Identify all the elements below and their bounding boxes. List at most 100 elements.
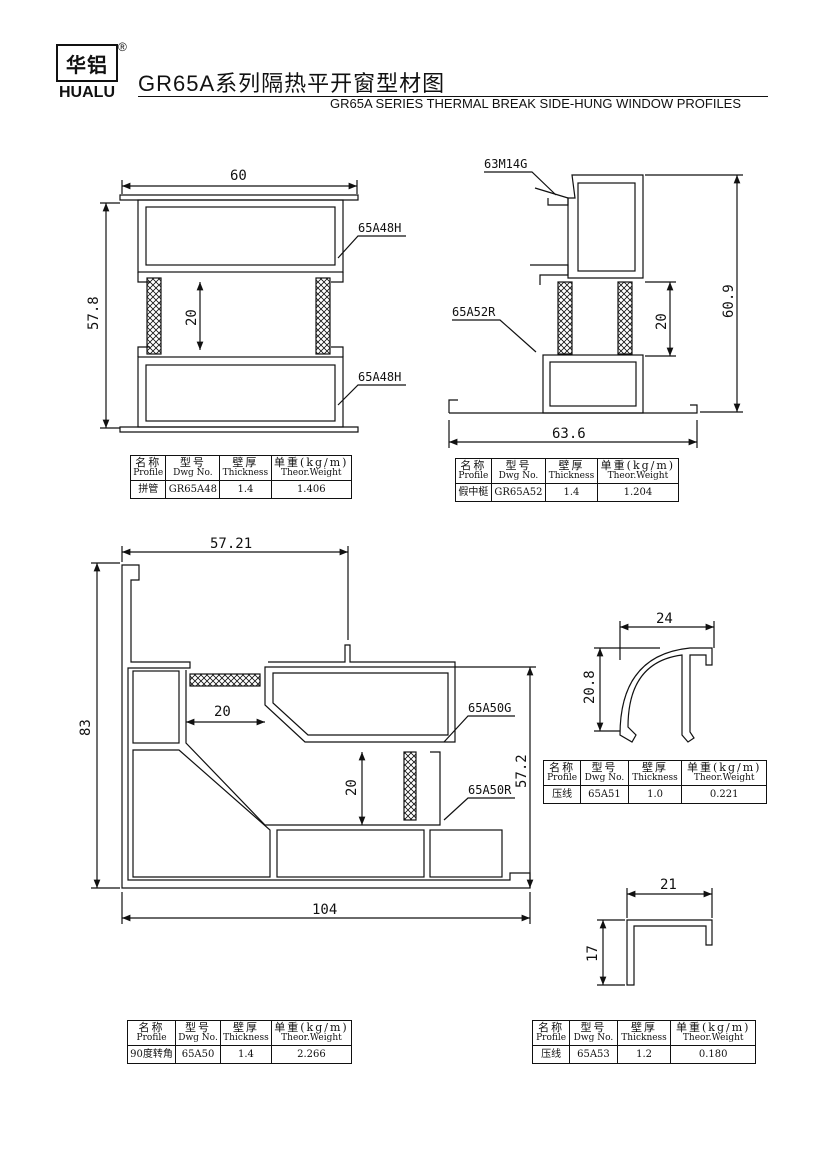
- drawing-65a53: [597, 888, 713, 986]
- a52-top-inner: [577, 182, 636, 272]
- a48-hooks-top: [137, 272, 344, 283]
- a48-strip-left: [146, 277, 162, 355]
- cell-name: 拼管: [129, 480, 167, 499]
- a53-height-text: 17: [585, 945, 601, 962]
- table-row: 90度转角 65A50 1.4 2.266: [126, 1045, 353, 1064]
- hdr-wt: 单重(kg/m)Theor.Weight: [270, 1020, 353, 1046]
- a50-top-rail: [268, 644, 456, 667]
- a50-rightheight-text: 57.2: [514, 754, 530, 788]
- a51-width-text: 24: [656, 611, 673, 627]
- cell-weight: 0.221: [681, 785, 767, 804]
- cell-name: 压线: [542, 785, 582, 804]
- a52-bottom-chamber: [542, 354, 644, 414]
- a50-diagonal-web: [185, 670, 430, 826]
- page-title-en: GR65A SERIES THERMAL BREAK SIDE-HUNG WIN…: [330, 96, 742, 111]
- table-row: 假中梃 GR65A52 1.4 1.204: [455, 483, 680, 502]
- cell-dwg: 65A53: [569, 1045, 618, 1064]
- a48-strip-right: [315, 277, 331, 355]
- a52-leader-mid: [452, 319, 537, 353]
- a50-label-g: 65A50G: [468, 701, 511, 715]
- a50-leader-g: [443, 715, 515, 743]
- a52-width-text: 63.6: [552, 426, 586, 442]
- a48-top-chamber: [137, 199, 344, 273]
- a53-profile: [626, 919, 713, 986]
- a48-leader-bottom: [337, 384, 406, 406]
- a52-label-top: 63M14G: [484, 157, 527, 171]
- a50-height-text: 83: [78, 719, 94, 736]
- table-row: 压线 65A53 1.2 0.180: [531, 1045, 756, 1064]
- a50-chamber-3: [276, 829, 425, 878]
- cell-name: 压线: [531, 1045, 571, 1064]
- hdr-wt: 单重(kg/m)Theor.Weight: [670, 1020, 756, 1046]
- logo-text: HUALU: [59, 84, 115, 101]
- title-rule: [138, 96, 768, 97]
- a52-top-hook: [534, 187, 569, 206]
- a50-strip-horizontal: [189, 673, 261, 687]
- a48-gap-text: 20: [184, 309, 200, 326]
- a50-chamber-4: [429, 829, 503, 878]
- a48-hooks-bottom: [137, 346, 344, 357]
- hualu-logo: 华铝 HUALU: [54, 44, 120, 106]
- a50-strip-vertical: [403, 751, 417, 821]
- a52-side-hook: [530, 264, 569, 285]
- cell-weight: 1.204: [596, 483, 680, 502]
- a52-label-mid: 65A52R: [452, 305, 496, 319]
- drawing-65a50: [91, 546, 536, 924]
- a50-chamber-1: [132, 670, 180, 744]
- hdr-wt: 单重(kg/m)Theor.Weight: [596, 458, 680, 484]
- a50-outer-frame: [121, 564, 531, 889]
- a52-leader-top: [484, 171, 557, 196]
- drawing-gr65a52: [448, 171, 743, 448]
- a52-bottom-inner: [549, 361, 637, 407]
- cell-dwg: 65A50: [175, 1045, 221, 1064]
- a52-gap-text: 20: [654, 313, 670, 330]
- hdr-wt: 单重(kg/m)Theor.Weight: [270, 455, 353, 481]
- a48-bottom-flange: [119, 426, 359, 433]
- a50-lower-post: [430, 751, 441, 826]
- a52-top-chamber: [567, 174, 644, 279]
- a48-label-top: 65A48H: [358, 221, 401, 235]
- a53-width-text: 21: [660, 877, 677, 893]
- a50-label-r: 65A50R: [468, 783, 512, 797]
- table-row: 压线 65A51 1.0 0.221: [542, 785, 767, 804]
- a48-width-text: 60: [230, 168, 247, 184]
- a50-width-text: 104: [312, 902, 337, 918]
- a50-gapv-text: 20: [344, 779, 360, 796]
- a48-bottom-inner: [145, 364, 336, 422]
- cell-dwg: 65A51: [580, 785, 629, 804]
- cell-weight: 0.180: [670, 1045, 756, 1064]
- a48-bottom-chamber: [137, 356, 344, 428]
- cell-name: 90度转角: [126, 1045, 177, 1064]
- a48-height-text: 57.8: [86, 296, 102, 330]
- cell-thickness: 1.0: [627, 785, 683, 804]
- cell-dwg: GR65A52: [490, 483, 547, 502]
- a50-leader-r: [443, 797, 515, 821]
- a48-top-inner: [145, 206, 336, 266]
- page-title-cn: GR65A系列隔热平开窗型材图: [138, 71, 446, 96]
- a52-strip-right: [617, 281, 633, 355]
- cell-thickness: 1.4: [219, 1045, 272, 1064]
- a48-label-bottom: 65A48H: [358, 370, 401, 384]
- cell-dwg: GR65A48: [165, 480, 221, 499]
- a50-gaph-text: 20: [214, 704, 231, 720]
- a52-strip-left: [557, 281, 573, 355]
- a50-chamber-2: [132, 749, 271, 878]
- registered-mark: ®: [118, 40, 127, 54]
